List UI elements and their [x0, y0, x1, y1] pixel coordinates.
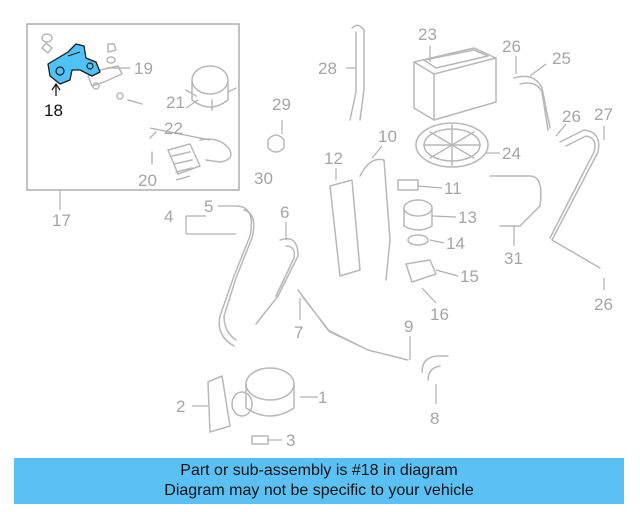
callout-23: 23: [418, 25, 437, 44]
part-27-pipe: [549, 129, 601, 269]
callout-12: 12: [324, 149, 343, 168]
callout-22: 22: [164, 119, 183, 138]
callout-26-top: 26: [502, 37, 521, 56]
parts-diagram: 1 2 3 4 5 6 7 8 9 10 11 12 13 14 15 16 1…: [26, 23, 613, 450]
callout-1: 1: [318, 388, 327, 407]
callout-6: 6: [280, 203, 289, 222]
callout-28: 28: [318, 59, 337, 78]
part-24-filter: [415, 122, 489, 168]
callout-2: 2: [176, 397, 185, 416]
banner-line-2: Diagram may not be specific to your vehi…: [164, 482, 474, 499]
callout-16: 16: [430, 305, 449, 324]
callout-13: 13: [458, 208, 477, 227]
part-23-housing: [413, 47, 497, 121]
part-4-hose: [218, 205, 255, 347]
part-6-hose: [255, 238, 299, 325]
callout-7: 7: [294, 323, 303, 342]
inset-parts: [41, 33, 237, 175]
part-2-bracket: [207, 375, 231, 433]
leader-lines: [59, 46, 605, 441]
callout-29: 29: [272, 95, 291, 114]
part-7-pipe: [297, 289, 409, 361]
callout-17: 17: [52, 211, 71, 230]
part-28-hose: [349, 24, 365, 121]
callout-5: 5: [204, 197, 213, 216]
callout-10: 10: [378, 127, 397, 146]
callout-11: 11: [444, 179, 462, 198]
callout-21: 21: [166, 93, 185, 112]
part-10-hose: [359, 158, 391, 281]
callout-24: 24: [502, 144, 521, 163]
part-8-elbow: [421, 355, 449, 381]
callout-15: 15: [460, 267, 479, 286]
part-13-valve: [403, 199, 437, 283]
callout-20: 20: [138, 171, 157, 190]
inset-box: [26, 23, 240, 191]
part-3-bolt: [251, 435, 269, 445]
callout-14: 14: [446, 234, 465, 253]
part-12-bracket: [329, 179, 361, 277]
part-11: [397, 179, 419, 191]
callout-3: 3: [286, 431, 295, 450]
part-25-hose: [513, 75, 551, 131]
callout-9: 9: [404, 317, 413, 336]
part-18-highlighted[interactable]: [47, 43, 101, 96]
part-1-pump: [231, 367, 295, 417]
banner-line-1: Part or sub-assembly is #18 in diagram: [180, 462, 458, 479]
callout-4: 4: [164, 207, 173, 226]
callout-25: 25: [552, 49, 571, 68]
callout-8: 8: [430, 409, 439, 428]
callout-30: 30: [254, 169, 273, 188]
callout-31: 31: [504, 249, 523, 268]
callout-26-bottom: 26: [594, 295, 613, 314]
callout-18: 18: [44, 101, 63, 120]
callout-27: 27: [594, 105, 613, 124]
part-31-cable: [489, 175, 542, 227]
info-banner: Part or sub-assembly is #18 in diagram D…: [14, 458, 624, 504]
callout-19: 19: [134, 59, 153, 78]
part-29: [267, 134, 285, 153]
callout-26-mid: 26: [562, 107, 581, 126]
